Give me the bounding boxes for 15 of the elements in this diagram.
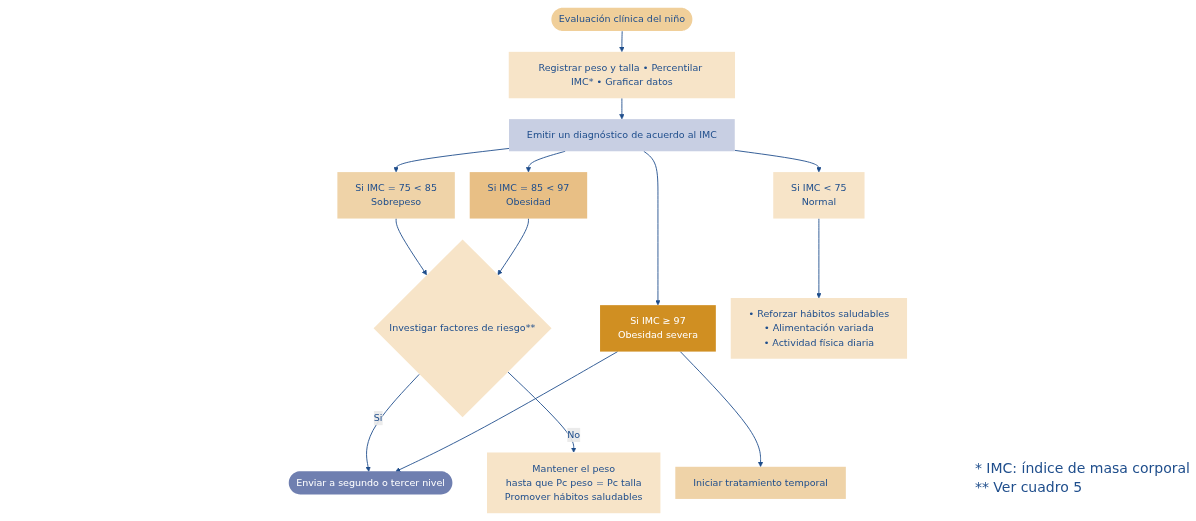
node-box: Si IMC < 75 Normal (773, 172, 865, 219)
footnote: * IMC: índice de masa corporal (974, 459, 1190, 478)
node-box: Si IMC = 85 < 97 Obesidad (469, 172, 588, 219)
node-box: Mantener el peso hasta que Pc peso = Pc talla Promover hábitos saludables (487, 452, 661, 514)
node-box: • Reforzar hábitos saludables • Alimentación variada • Actividad física diaria (730, 298, 908, 359)
node-box: Registrar peso y talla • Percentilar IMC* • Graficar datos (508, 51, 736, 99)
node-box: Emitir un diagnóstico de acuerdo al IMC (509, 119, 735, 152)
edge-label: No (567, 428, 581, 441)
node-box: Si IMC ≥ 97 Obesidad severa (600, 305, 716, 352)
edge-label: Si (373, 412, 383, 424)
node-box: Iniciar tratamiento temporal (675, 466, 846, 499)
node-box: Si IMC = 75 < 85 Sobrepeso (337, 172, 455, 219)
footnote: ** Ver cuadro 5 (974, 478, 1084, 497)
node-box: Enviar a segundo o tercer nivel (288, 471, 453, 495)
node-box: Evaluación clínica del niño (551, 7, 693, 31)
